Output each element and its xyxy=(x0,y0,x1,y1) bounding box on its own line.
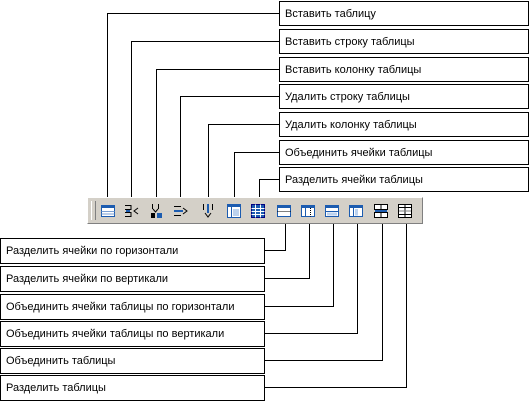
connector-delete-row xyxy=(180,96,279,204)
connector-merge-tables xyxy=(265,218,383,361)
insert-column-icon[interactable] xyxy=(149,203,165,219)
connector-split-horizontal xyxy=(265,218,286,251)
label-insert-row: Вставить строку таблицы xyxy=(279,29,529,54)
split-tables-icon[interactable] xyxy=(397,203,413,219)
delete-row-icon[interactable] xyxy=(173,203,189,219)
label-split-horizontal: Разделить ячейки по горизонтали xyxy=(0,238,265,264)
insert-table-icon[interactable] xyxy=(100,203,116,219)
delete-column-icon[interactable] xyxy=(200,203,216,219)
connector-insert-table xyxy=(107,13,279,204)
connector-split-vertical xyxy=(265,218,310,279)
label-delete-row: Удалить строку таблицы xyxy=(279,84,529,109)
connector-merge-cells xyxy=(234,152,279,204)
connector-split-cells xyxy=(259,179,279,204)
label-split-cells: Разделить ячейки таблицы xyxy=(279,167,529,192)
label-merge-cells: Объединить ячейки таблицы xyxy=(279,140,529,165)
label-delete-column: Удалить колонку таблицы xyxy=(279,112,529,137)
split-cells-icon[interactable] xyxy=(250,203,266,219)
connector-merge-horizontal xyxy=(265,218,334,307)
split-vertical-icon[interactable] xyxy=(300,203,316,219)
insert-row-icon[interactable] xyxy=(124,203,140,219)
label-insert-column: Вставить колонку таблицы xyxy=(279,57,529,82)
label-merge-horizontal: Объединить ячейки таблицы по горизонтали xyxy=(0,294,265,320)
merge-cells-icon[interactable] xyxy=(226,203,242,219)
connector-split-tables xyxy=(265,218,407,388)
label-merge-tables: Объединить таблицы xyxy=(0,348,265,374)
connector-insert-column xyxy=(156,69,279,204)
merge-vertical-icon[interactable] xyxy=(348,203,364,219)
label-insert-table: Вставить таблицу xyxy=(279,1,529,26)
label-merge-vertical: Объединить ячейки таблицы по вертикали xyxy=(0,321,265,347)
connector-delete-column xyxy=(208,124,279,204)
table-toolbar xyxy=(87,197,423,224)
toolbar-grip[interactable] xyxy=(91,201,96,220)
connector-insert-row xyxy=(131,41,279,204)
label-split-tables: Разделить таблицы xyxy=(0,375,265,401)
connector-merge-vertical xyxy=(265,218,358,334)
label-split-vertical: Разделить ячейки по вертикали xyxy=(0,266,265,292)
merge-horizontal-icon[interactable] xyxy=(324,203,340,219)
merge-tables-icon[interactable] xyxy=(373,203,389,219)
split-horizontal-icon[interactable] xyxy=(276,203,292,219)
